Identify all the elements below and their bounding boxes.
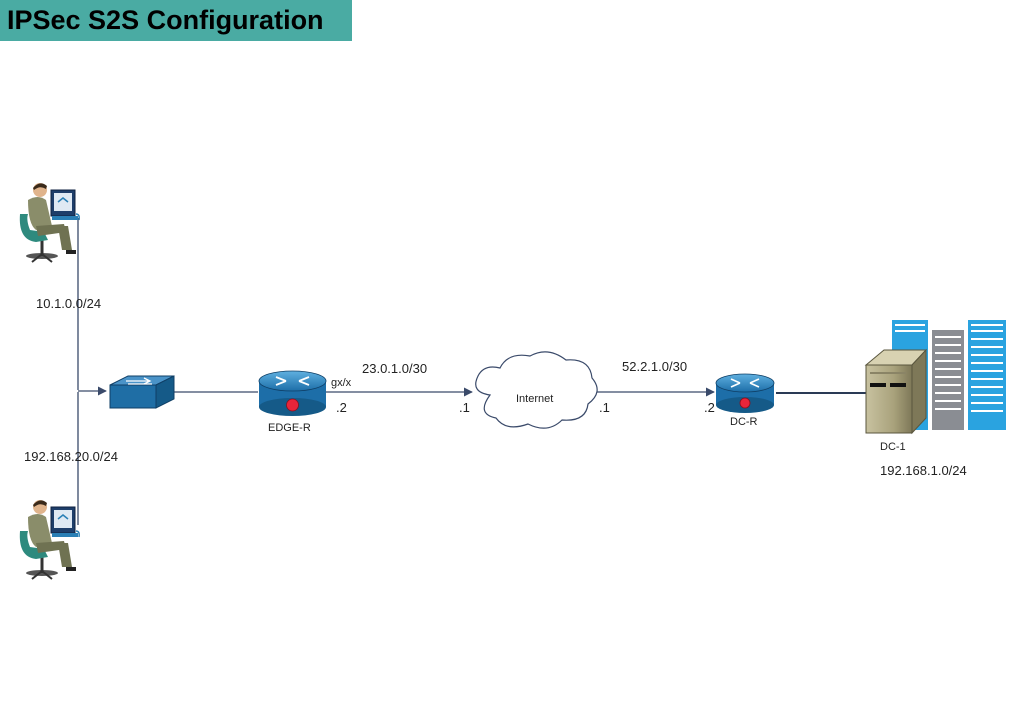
switch-icon — [109, 375, 175, 409]
dc-router-icon — [715, 373, 775, 413]
dc-router-label: DC-R — [730, 416, 758, 428]
edge-router-icon — [258, 370, 327, 416]
subnet-user-lan-1: 10.1.0.0/24 — [36, 296, 101, 311]
edge-port-label: gx/x — [331, 377, 352, 389]
server-icon — [864, 348, 928, 435]
edge-wan-ip-label: .2 — [336, 400, 347, 415]
subnet-user-lan-2: 192.168.20.0/24 — [24, 449, 118, 464]
connections — [77, 218, 866, 525]
labels: 10.1.0.0/24 192.168.20.0/24 23.0.1.0/30 … — [24, 296, 967, 478]
user-workstation-1-icon — [19, 183, 80, 263]
edge-router-label: EDGE-R — [268, 422, 311, 434]
internet-label: Internet — [516, 393, 553, 405]
internet-cloud-icon — [475, 351, 598, 429]
diagram-title: IPSec S2S Configuration — [0, 0, 352, 41]
subnet-wan-dc: 52.2.1.0/30 — [622, 359, 687, 374]
subnet-wan-edge: 23.0.1.0/30 — [362, 361, 427, 376]
internet-edge-ip-label: .1 — [459, 400, 470, 415]
dc-wan-ip-label: .2 — [704, 400, 715, 415]
server-label: DC-1 — [880, 441, 906, 453]
user-workstation-2-icon — [19, 500, 80, 580]
subnet-dc-lan: 192.168.1.0/24 — [880, 463, 967, 478]
internet-dc-ip-label: .1 — [599, 400, 610, 415]
